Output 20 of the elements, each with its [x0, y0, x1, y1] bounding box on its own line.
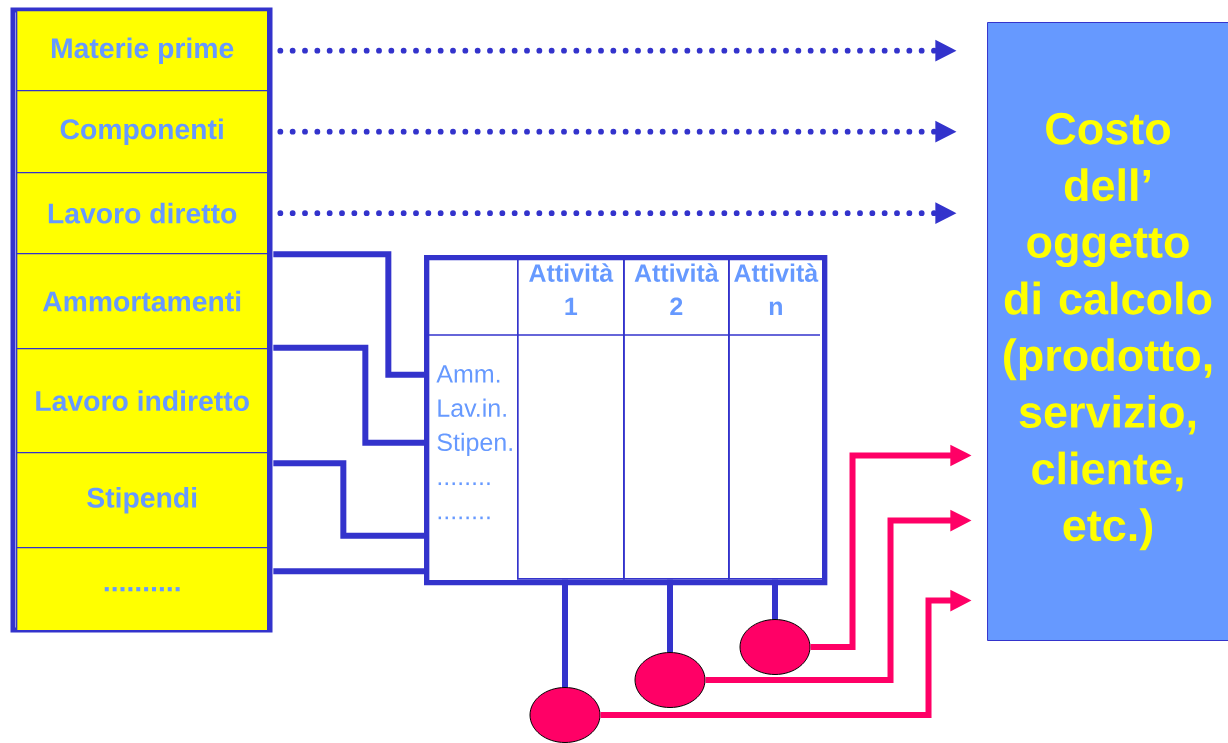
activity-circle: [739, 619, 811, 675]
list-cell: Ammortamenti: [16, 253, 269, 350]
list-cell: Lavoro indiretto: [16, 348, 269, 454]
connector-line: [273, 460, 424, 539]
connector-line: [273, 344, 424, 446]
table-column: Attività 2: [623, 257, 730, 580]
list-cell: Stipendi: [16, 452, 269, 549]
table-column: Attività n: [728, 257, 824, 580]
list-cell: Materie prime: [16, 10, 269, 92]
table-column: Attività 1: [517, 257, 625, 580]
target-box: Costo dell’ oggetto di calcolo (prodotto, servizio, cliente, etc.): [987, 22, 1228, 641]
connector-line: [273, 251, 424, 378]
list-cell: ..........: [16, 547, 269, 632]
list-cell: Componenti: [16, 90, 269, 174]
activity-circle: [529, 687, 601, 743]
row-labels: Amm. Lav.in. Stipen. ........ ........: [436, 365, 512, 520]
connector-line: [273, 568, 424, 575]
activity-circle: [634, 652, 706, 708]
matrix-table: [424, 255, 828, 586]
list-cell: Lavoro diretto: [16, 172, 269, 255]
